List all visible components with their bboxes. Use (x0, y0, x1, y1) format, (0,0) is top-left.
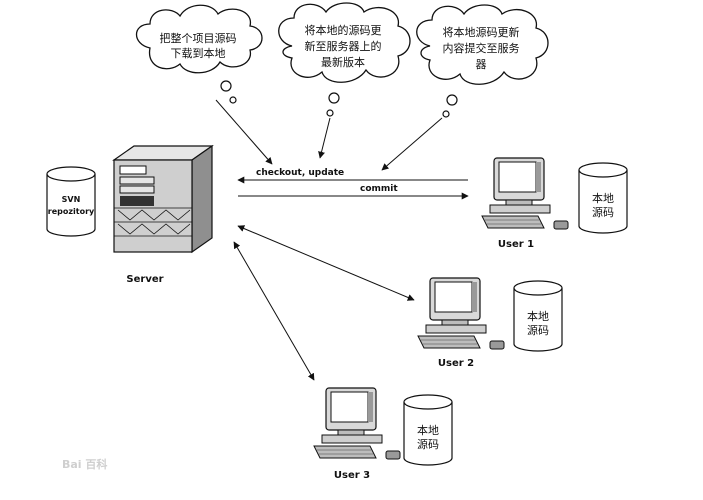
cloud-update: 将本地的源码更 新至服务器上的 最新版本 (278, 2, 411, 117)
user3-label: User 3 (334, 470, 370, 481)
cloud-commit-line-2: 内容提交至服务 (443, 41, 520, 55)
server-label: Server (126, 274, 163, 285)
user1-db-line-1: 本地 (592, 191, 614, 205)
user3-computer-icon (313, 387, 401, 460)
user1-local-source-icon: 本地 源码 (578, 162, 628, 234)
user2-sync-arrow (237, 225, 415, 301)
cloud-commit-line-3: 器 (476, 58, 487, 71)
user2-db-line-2: 源码 (527, 323, 549, 337)
cloud-update-pointer (318, 117, 331, 159)
user2-db-line-1: 本地 (527, 309, 549, 323)
user2-local-source-icon: 本地 源码 (513, 280, 563, 352)
cloud-commit: 将本地源码更新 内容提交至服务 器 (416, 4, 549, 118)
cloud-commit-pointer (381, 117, 443, 171)
watermark: Bai 百科 (62, 457, 107, 471)
cloud-update-line-3: 最新版本 (321, 55, 365, 69)
cloud-download-line-2: 下载到本地 (171, 46, 226, 60)
cloud-update-line-2: 新至服务器上的 (305, 39, 382, 53)
user1-db-line-2: 源码 (592, 205, 614, 219)
server-icon (112, 144, 214, 254)
user1-label: User 1 (498, 239, 534, 250)
cloud-download-pointer (215, 99, 273, 165)
user3-db-line-2: 源码 (417, 437, 439, 451)
user3-db-line-1: 本地 (417, 423, 439, 437)
cloud-update-line-1: 将本地的源码更 (305, 23, 382, 37)
commit-label: commit (360, 184, 398, 194)
user3-sync-arrow (233, 241, 315, 381)
cloud-commit-line-1: 将本地源码更新 (443, 25, 520, 39)
user3-local-source-icon: 本地 源码 (403, 394, 453, 466)
cloud-download: 把整个项目源码 下载到本地 (135, 4, 263, 104)
user1-computer-icon (481, 157, 569, 230)
checkout-label: checkout, update (256, 168, 344, 178)
cloud-download-line-1: 把整个项目源码 (160, 31, 237, 45)
user2-label: User 2 (438, 358, 474, 369)
repository-line-2: repozitory (48, 207, 95, 216)
svn-repository-icon: SVN repozitory (46, 166, 96, 237)
user2-computer-icon (417, 277, 505, 350)
repository-line-1: SVN (62, 195, 81, 204)
